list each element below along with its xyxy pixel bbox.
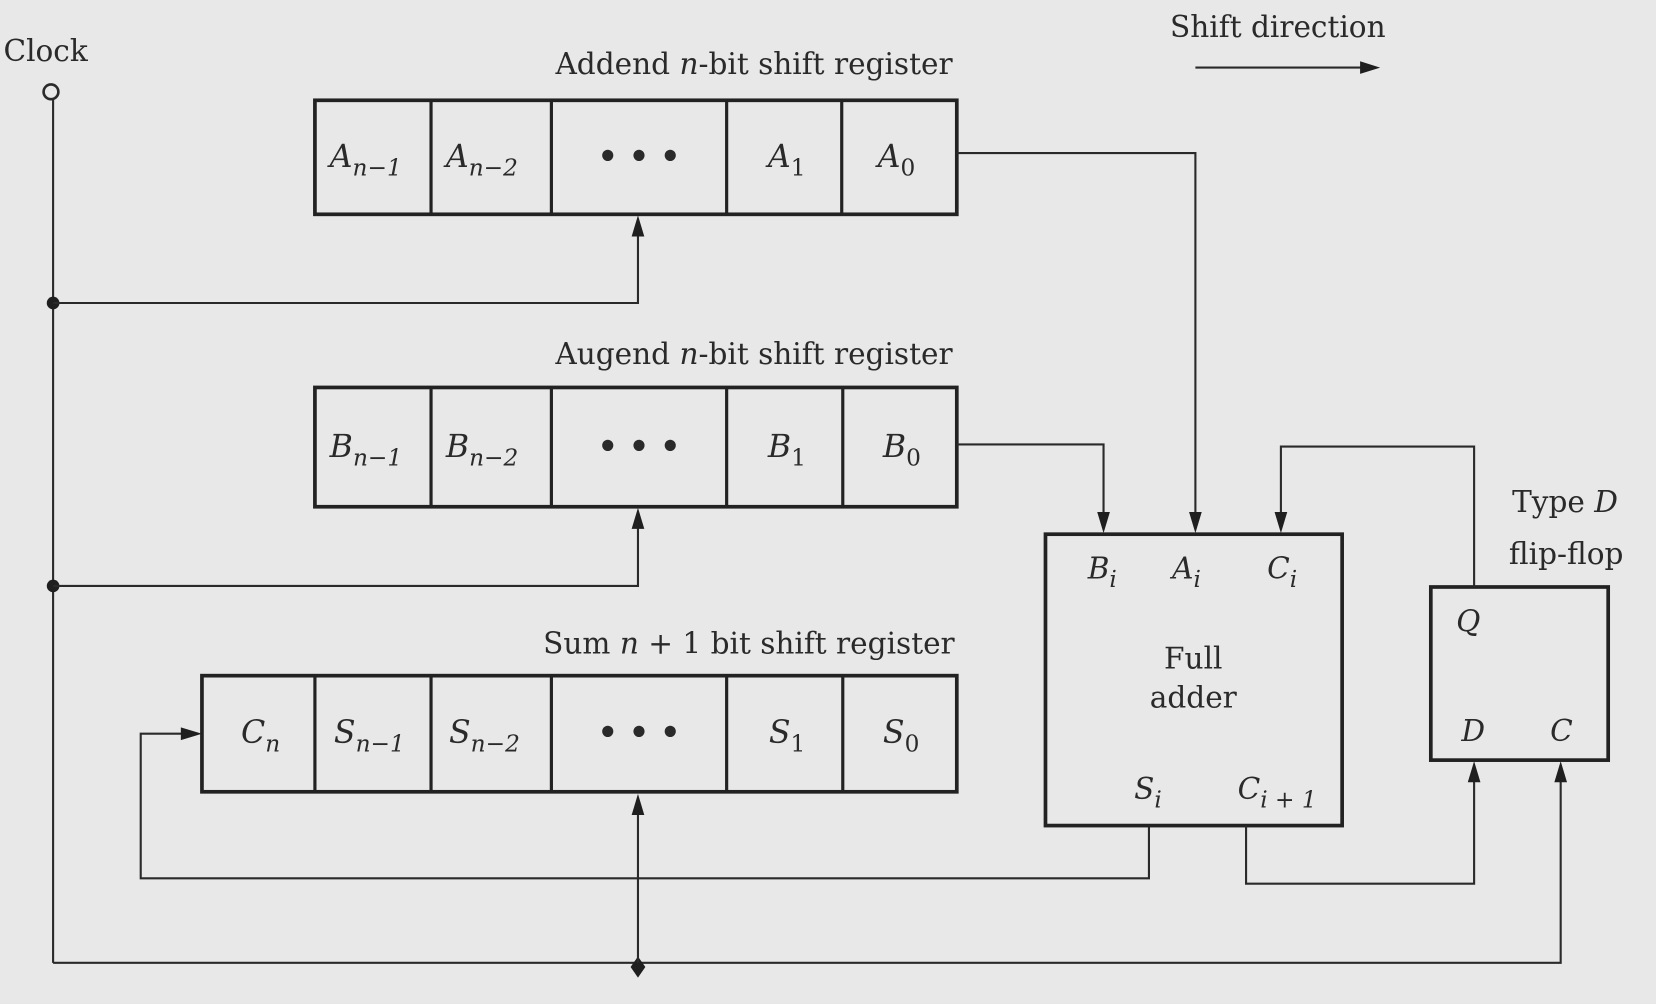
- a0-to-adder-wire: [956, 152, 1197, 516]
- augend-register-title: Augend n-bit shift register: [554, 337, 953, 371]
- addend-clock-arrow-icon: [631, 215, 645, 237]
- ci-input-arrow-icon: [1274, 512, 1288, 534]
- addend-cell-a0: A0: [875, 139, 916, 181]
- sum-cell-s0: S0: [883, 715, 919, 757]
- augend-clock-arrow-icon: [631, 507, 645, 529]
- flipflop-title-line1: Type D: [1512, 485, 1618, 519]
- cn-input-arrow-icon: [180, 727, 202, 741]
- augend-cell-ellipsis: • • •: [598, 428, 681, 465]
- full-adder-pin-ai: Ai: [1169, 552, 1201, 593]
- augend-shift-register: [313, 385, 959, 509]
- addend-cell-ellipsis: • • •: [598, 138, 681, 175]
- shift-direction-arrow-icon: [1360, 61, 1381, 74]
- sum-cell-s-n-2: Sn−2: [449, 715, 520, 757]
- sum-register-title: Sum n + 1 bit shift register: [543, 626, 955, 660]
- shift-direction-label: Shift direction: [1170, 10, 1386, 44]
- full-adder-label-line2: adder: [1150, 680, 1238, 714]
- full-adder-label-line1: Full: [1164, 641, 1222, 675]
- c-input-arrow-icon: [1554, 761, 1568, 783]
- full-adder-pin-ci: Ci: [1267, 552, 1297, 593]
- full-adder-pin-ci-plus-1: Ci + 1: [1238, 772, 1317, 813]
- flipflop-pin-c: C: [1550, 714, 1573, 748]
- full-adder-pin-si: Si: [1134, 772, 1162, 813]
- addend-register-title: Addend n-bit shift register: [554, 47, 953, 81]
- augend-cell-b-n-1: Bn−1: [329, 429, 402, 471]
- flipflop-pin-d: D: [1460, 714, 1485, 748]
- augend-cell-b0: B0: [882, 429, 921, 471]
- addend-cell-a1: A1: [765, 139, 806, 181]
- augend-clock-wire: [53, 524, 640, 587]
- flipflop-title-line2: flip-flop: [1509, 537, 1623, 571]
- b0-to-adder-wire: [956, 443, 1105, 516]
- bi-input-arrow-icon: [1097, 512, 1110, 534]
- flipflop-pin-q: Q: [1456, 604, 1480, 638]
- addend-cell-a-n-1: An−1: [327, 139, 402, 181]
- full-adder-pin-bi: Bi: [1087, 552, 1117, 593]
- clock-to-flipflop-wire: [53, 768, 1562, 964]
- carry-out-to-flipflop-wire: [1245, 779, 1476, 885]
- addend-shift-register: [313, 98, 959, 217]
- sum-clock-arrow-icon: [631, 793, 645, 816]
- augend-cell-b1: B1: [767, 429, 806, 471]
- addend-cell-a-n-2: An−2: [443, 139, 518, 181]
- ai-input-arrow-icon: [1189, 512, 1202, 534]
- augend-cell-b-n-2: Bn−2: [445, 429, 518, 471]
- si-to-sum-register-wire: [139, 732, 1150, 880]
- q-to-carry-in-wire: [1279, 445, 1476, 587]
- full-adder-block: [1043, 532, 1344, 828]
- clock-input-terminal: [42, 83, 60, 101]
- sum-cell-s-n-1: Sn−1: [334, 715, 405, 757]
- d-input-arrow-icon: [1467, 761, 1481, 783]
- d-flip-flop-block: [1428, 585, 1611, 762]
- sum-cell-s1: S1: [769, 715, 805, 757]
- addend-clock-wire: [53, 232, 640, 305]
- clock-label: Clock: [3, 34, 88, 68]
- sum-cell-ellipsis: • • •: [598, 714, 681, 751]
- sum-cell-cn: Cn: [241, 715, 280, 757]
